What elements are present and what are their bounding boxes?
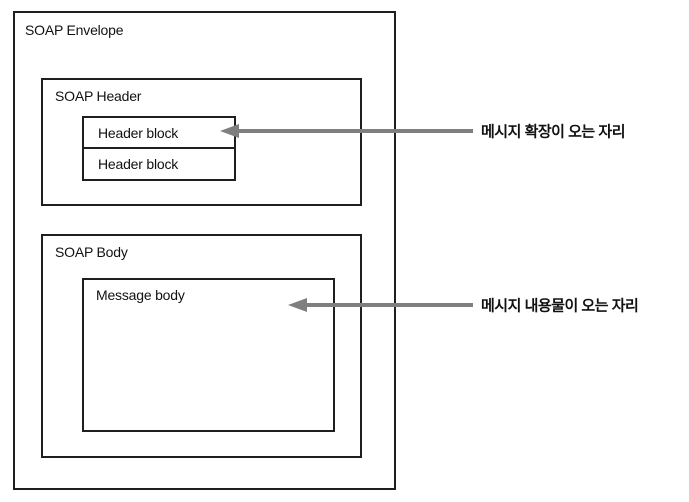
soap-envelope-label: SOAP Envelope bbox=[25, 22, 124, 38]
soap-body-box: SOAP Body Message body bbox=[41, 234, 362, 458]
message-body-label: Message body bbox=[96, 287, 185, 303]
header-block-list: Header block Header block bbox=[82, 116, 236, 181]
soap-header-label: SOAP Header bbox=[55, 88, 142, 104]
annotation-header-extension: 메시지 확장이 오는 자리 bbox=[481, 123, 626, 141]
soap-envelope-box: SOAP Envelope SOAP Header Header block H… bbox=[13, 11, 396, 490]
header-block-1: Header block bbox=[82, 116, 236, 149]
header-block-2: Header block bbox=[82, 147, 236, 181]
soap-header-box: SOAP Header Header block Header block bbox=[41, 78, 362, 206]
message-body-box: Message body bbox=[82, 278, 335, 432]
soap-body-label: SOAP Body bbox=[55, 244, 128, 260]
annotation-message-contents: 메시지 내용물이 오는 자리 bbox=[481, 297, 639, 315]
